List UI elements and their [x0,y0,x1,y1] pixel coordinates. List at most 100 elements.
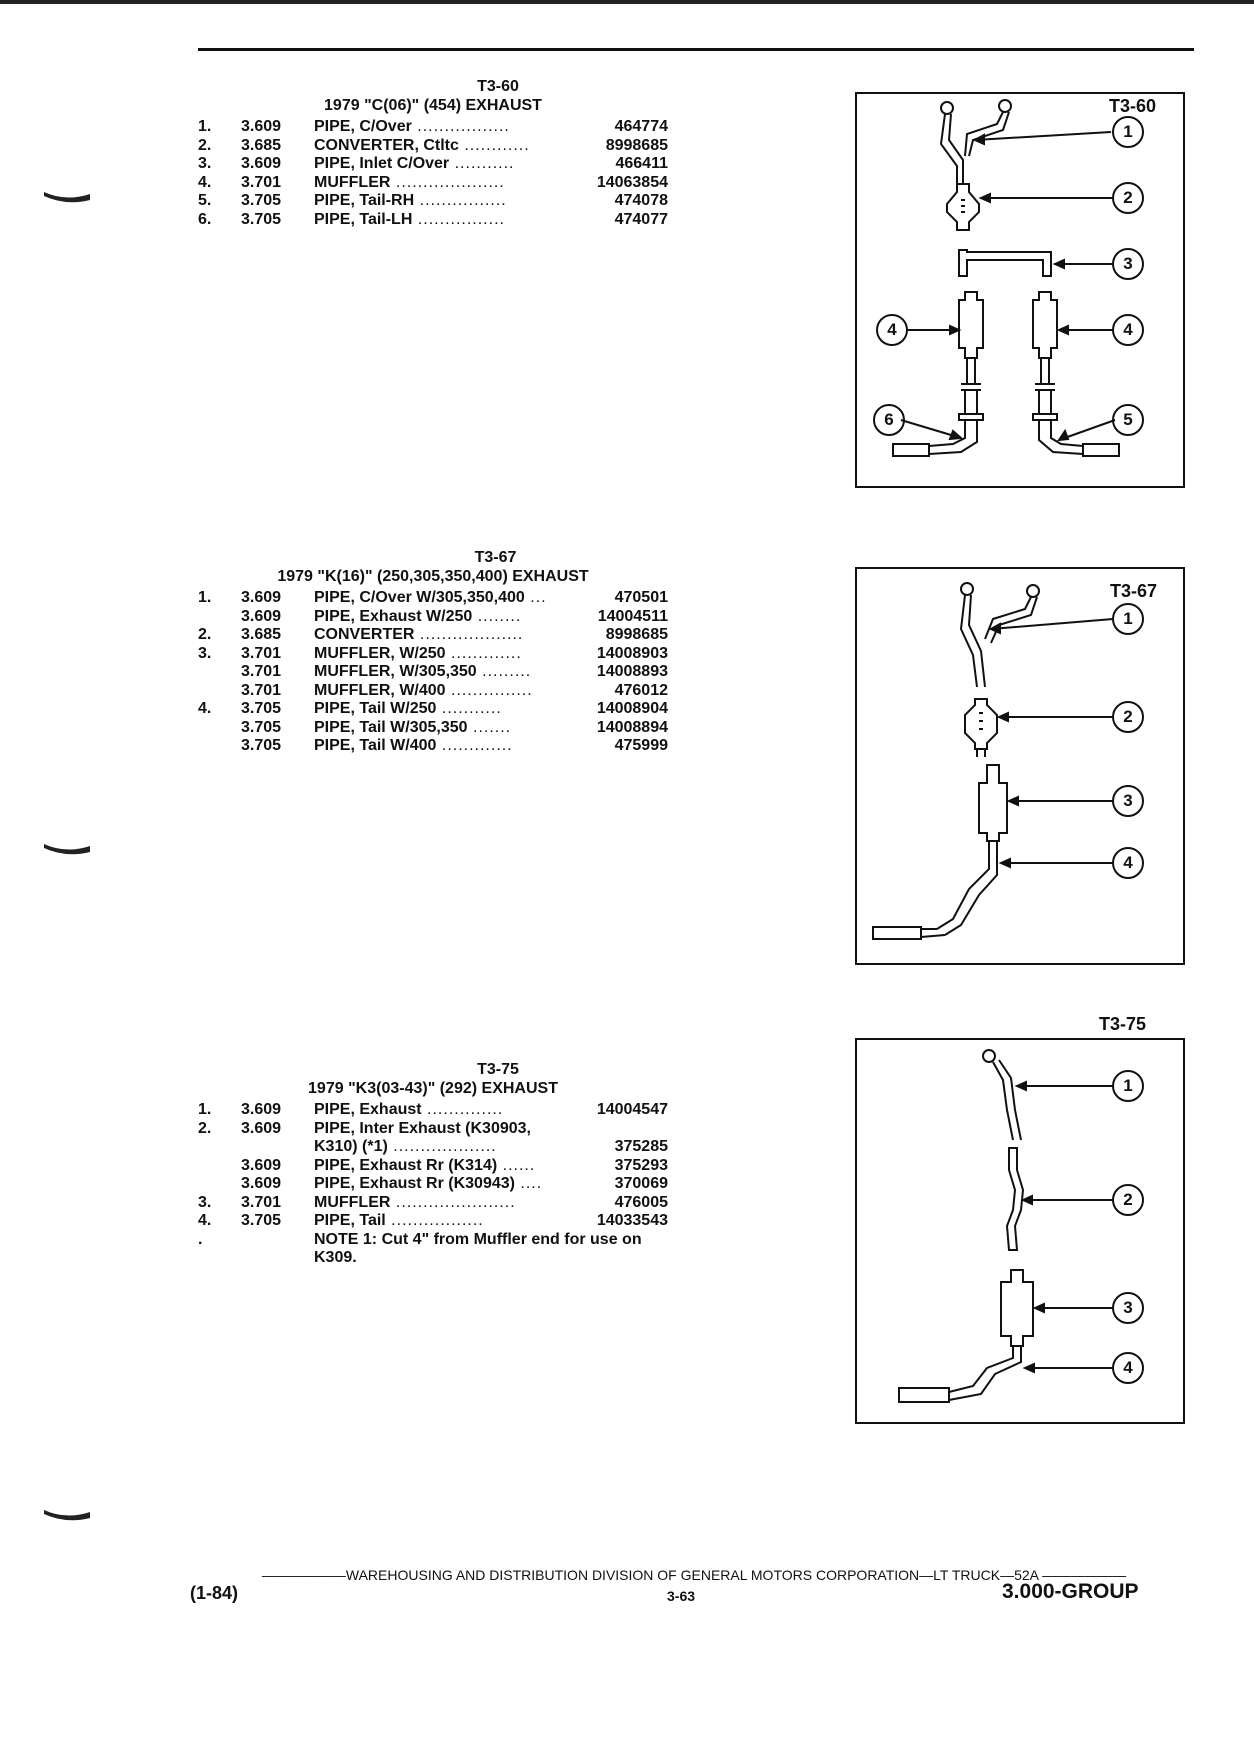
section-title: 1979 "K(16)" (250,305,350,400) EXHAUST [277,567,589,585]
item-number: 4. [198,173,212,191]
part-row: 3.701 MUFFLER, W/400 ............... 47601… [198,682,668,701]
section-code: T3-67 [474,549,517,566]
item-number: 3. [198,155,212,172]
part-number: 14063854 [596,173,668,191]
callout-number: 4 [1123,1358,1133,1377]
part-description: NOTE 1: Cut 4" from Muffler end for use … [314,1230,642,1267]
part-description: PIPE, C/Over W/305,350,400 ... [314,589,547,606]
part-description: CONVERTER, Ctltc ............ [314,136,530,154]
footer-rule-right: —————— [1038,1567,1127,1583]
group-number: 3.705 [241,210,282,228]
item-number [198,737,241,756]
part-description: PIPE, Tail-RH ................ [314,192,507,209]
callout-number: 3 [1123,791,1133,810]
section-title: 1979 "C(06)" (454) EXHAUST [324,96,542,114]
part-description: MUFFLER, W/305,350 ......... [314,663,532,680]
part-description: MUFFLER .................... [314,173,505,191]
parts-section-t3-67: T3-67 1979 "K(16)" (250,305,350,400) EXH… [198,549,668,756]
group-number: 3.701 [241,644,282,662]
group-number: 3.705 [241,700,282,717]
group-number: 3.609 [241,1119,282,1137]
item-number [198,719,241,738]
group-number: 3.701 [241,681,282,699]
callout-number: 2 [1123,707,1133,726]
item-number: 5. [198,192,212,209]
part-row: 4. 3.705 PIPE, Tail W/250 ........... 14008… [198,700,668,719]
punch-mark-icon [44,1510,90,1521]
part-description: PIPE, C/Over ................. [314,118,510,135]
part-row: K310) (*1) ...................375285 [198,1138,668,1157]
parts-section-t3-75: T3-75 1979 "K3(03-43)" (292) EXHAUST 1.3… [198,1061,668,1268]
diagram-label: T3-67 [1110,581,1158,601]
item-number: 4. [198,700,212,717]
callout-number: 5 [1123,410,1133,429]
part-number: 8998685 [605,136,668,154]
item-number [198,1157,241,1176]
header-rule [198,48,1194,51]
part-description: PIPE, Tail W/250 ........... [314,700,502,717]
group-number: 3.609 [241,589,282,606]
part-description: K310) (*1) ................... [314,1138,497,1155]
part-description: MUFFLER ...................... [314,1193,516,1211]
item-number: 2. [198,626,212,643]
part-number: 466411 [615,155,668,172]
top-edge-line [0,0,1254,4]
diagram-label: T3-75 [1099,1014,1147,1034]
diagram-label: T3-60 [1109,96,1157,116]
callout-number: 1 [1123,1076,1133,1095]
part-number: 475999 [614,737,668,754]
footer-group: 3.000-GROUP [1002,1580,1139,1603]
item-number: 1. [198,118,212,135]
exhaust-diagram-drawing [872,582,1144,940]
callout-number: 2 [1123,1190,1133,1209]
callout-number: 3 [1123,254,1133,273]
part-number: 470501 [614,589,668,606]
exhaust-diagram-drawing [898,1049,1144,1403]
part-number: 476012 [614,681,668,699]
group-number: 3.609 [241,155,282,172]
item-number: 3. [198,644,212,662]
part-description: PIPE, Exhaust Rr (K314) ...... [314,1156,536,1174]
item-number: 2. [198,136,212,154]
group-number: 3.701 [241,173,282,191]
part-number: 14004547 [596,1101,668,1118]
punch-mark-icon [44,844,90,855]
group-number: 3.701 [241,663,282,680]
section-title: 1979 "K3(03-43)" (292) EXHAUST [308,1079,558,1097]
part-description: CONVERTER ................... [314,626,524,643]
callout-number: 2 [1123,188,1133,207]
item-number [198,663,241,682]
part-number: 14008904 [596,700,668,717]
callout-number: 4 [887,320,897,339]
parts-list: 1. 3.609 PIPE, C/Over ................. 464… [198,118,668,229]
part-number: 14004511 [597,607,668,625]
callout-number: 4 [1123,853,1133,872]
callout-number: 4 [1123,320,1133,339]
part-number: 14008893 [596,663,668,680]
part-description: PIPE, Tail W/305,350 ....... [314,718,512,736]
part-description: PIPE, Exhaust Rr (K30943) .... [314,1175,543,1192]
group-number: 3.685 [241,626,282,643]
part-description: MUFFLER, W/400 ............... [314,681,533,699]
item-number: 1. [198,1101,212,1118]
callout-number: 6 [884,410,894,429]
footer-division-text: WAREHOUSING AND DISTRIBUTION DIVISION OF… [345,1567,1039,1583]
item-number [198,1175,241,1194]
part-description: PIPE, Inter Exhaust (K30903, [314,1119,531,1137]
part-number: 464774 [614,118,668,135]
item-number [198,682,241,701]
part-number: 474078 [614,192,668,209]
group-number [241,1138,314,1157]
